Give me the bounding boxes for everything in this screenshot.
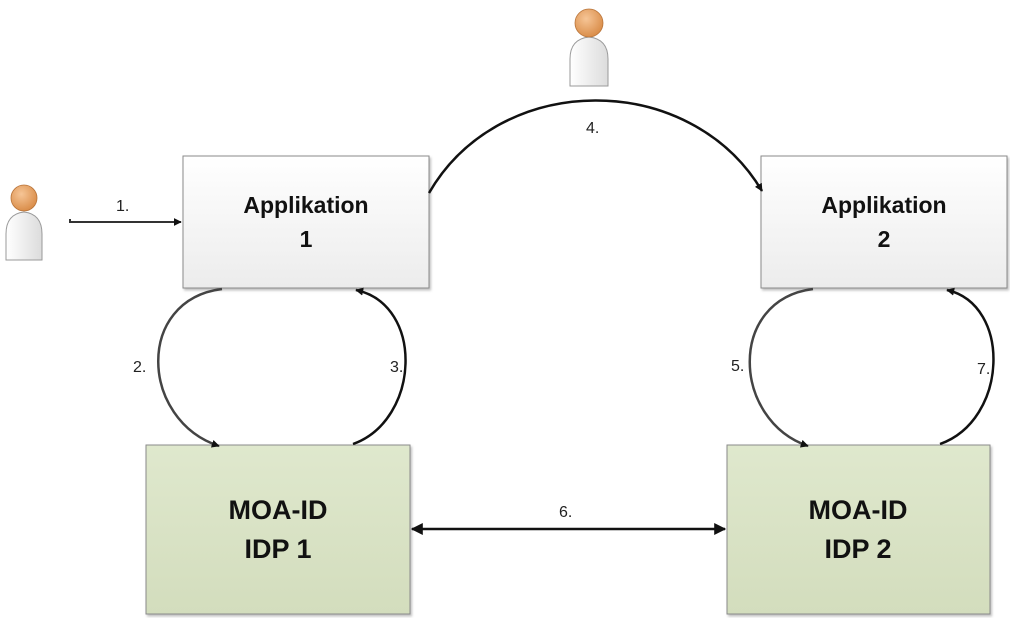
applikation-2-number: 2: [878, 226, 891, 252]
user-icon: [569, 8, 609, 87]
user-icon: [5, 184, 43, 261]
idp-2-title: MOA-ID: [809, 495, 908, 525]
arrow-step-2: [157, 287, 223, 448]
step-label-5: 5.: [731, 358, 744, 375]
moa-id-idp-2-box: MOA-ID IDP 2: [726, 444, 991, 615]
applikation-2-title: Applikation: [821, 192, 946, 218]
step-label-2: 2.: [133, 359, 146, 376]
idp-2-subtitle: IDP 2: [824, 534, 891, 564]
step-label-7: 7.: [977, 361, 990, 378]
arrow-step-1: [69, 218, 182, 226]
applikation-1-title: Applikation: [243, 192, 368, 218]
step-label-3: 3.: [390, 359, 403, 376]
idp-1-subtitle: IDP 1: [244, 534, 311, 564]
moa-id-idp-1-box: MOA-ID IDP 1: [145, 444, 411, 615]
step-label-1: 1.: [116, 198, 129, 215]
arrow-step-5: [748, 287, 814, 448]
applikation-1-number: 1: [300, 226, 313, 252]
applikation-2-box: Applikation 2: [760, 155, 1008, 289]
arrow-step-4: [427, 99, 764, 194]
arrow-step-7: [939, 287, 995, 446]
step-label-6: 6.: [559, 504, 572, 521]
applikation-1-box: Applikation 1: [182, 155, 430, 289]
step-label-4: 4.: [586, 120, 599, 137]
arrow-step-3: [352, 287, 407, 446]
idp-1-title: MOA-ID: [229, 495, 328, 525]
